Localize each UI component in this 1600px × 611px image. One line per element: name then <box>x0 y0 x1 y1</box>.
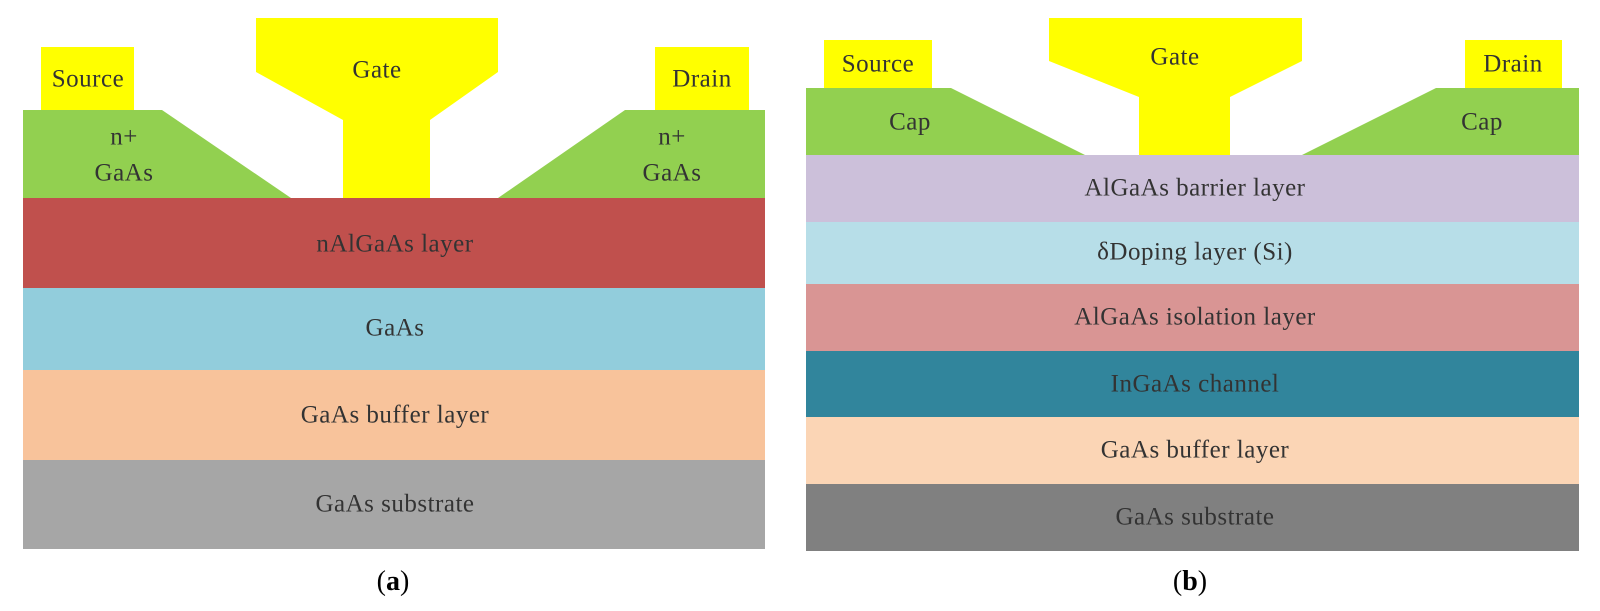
panel-b-layer-substrate <box>806 484 1579 551</box>
panel-a-caption-open: ( <box>377 566 386 597</box>
panel-a-cap-right-line2: GaAs <box>643 160 702 187</box>
panel-a-cap-left-line2: GaAs <box>95 160 154 187</box>
panel-a: Source Gate Drain n+ GaAs n+ GaAs nAlGaA… <box>23 18 765 597</box>
panel-b-source-contact <box>824 40 932 88</box>
panel-b: Source Gate Drain Cap Cap AlGaAs barrier… <box>806 18 1579 597</box>
panel-b-layer-label: InGaAs channel <box>1111 371 1280 398</box>
panel-b-layer-label: GaAs buffer layer <box>1101 437 1290 464</box>
panel-a-layer-buffer <box>23 370 765 460</box>
panel-b-cap-right-label: Cap <box>1461 109 1503 136</box>
panel-a-gate-label: Gate <box>352 57 401 84</box>
panel-b-cap-right <box>1302 88 1579 155</box>
panel-b-drain-label: Drain <box>1483 51 1542 78</box>
panel-b-cap-left <box>806 88 1085 155</box>
panel-b-layer-barrier <box>806 155 1579 222</box>
panel-a-layer-label: GaAs buffer layer <box>301 402 490 429</box>
panel-a-layer-gaas <box>23 288 765 370</box>
panel-b-layer-label: δDoping layer (Si) <box>1097 239 1293 266</box>
panel-a-cap-right <box>498 110 765 198</box>
panel-b-source-label: Source <box>842 51 914 78</box>
panel-b-layer-buffer <box>806 417 1579 484</box>
panel-a-layer-label: GaAs substrate <box>315 491 474 518</box>
panel-b-caption: (b) <box>1173 566 1207 597</box>
panel-b-caption-open: ( <box>1173 566 1182 597</box>
panel-b-gate-label: Gate <box>1150 44 1199 71</box>
panel-b-cap-left-label: Cap <box>889 109 931 136</box>
panel-b-drain-contact <box>1465 40 1562 88</box>
panel-b-layer-label: AlGaAs barrier layer <box>1084 175 1305 202</box>
panel-a-cap-left-line1: n+ <box>110 124 138 151</box>
panel-b-layer-channel <box>806 351 1579 417</box>
panel-b-layer-label: GaAs substrate <box>1115 504 1274 531</box>
panel-b-caption-close: ) <box>1198 566 1207 597</box>
panel-a-layer-substrate <box>23 460 765 549</box>
panel-a-layer-label: GaAs <box>366 315 425 342</box>
panel-b-layer-label: AlGaAs isolation layer <box>1074 304 1316 331</box>
panel-a-caption: (a) <box>377 566 410 597</box>
panel-b-gate <box>1049 18 1302 155</box>
panel-a-drain-label: Drain <box>672 66 731 93</box>
panel-b-layer-isolation <box>806 284 1579 351</box>
panel-a-caption-letter: a <box>386 566 400 597</box>
panel-a-source-contact <box>41 47 134 110</box>
panel-b-caption-letter: b <box>1182 566 1198 597</box>
panel-a-cap-right-line1: n+ <box>658 124 686 151</box>
panel-b-layer-doping <box>806 222 1579 284</box>
panel-a-layer-label: nAlGaAs layer <box>316 231 473 258</box>
panel-a-caption-close: ) <box>400 566 409 597</box>
panel-a-drain-contact <box>655 47 749 110</box>
panel-a-layer-naigaas <box>23 198 765 288</box>
panel-a-gate <box>256 18 498 198</box>
panel-a-source-label: Source <box>52 66 124 93</box>
panel-a-cap-left <box>23 110 291 198</box>
